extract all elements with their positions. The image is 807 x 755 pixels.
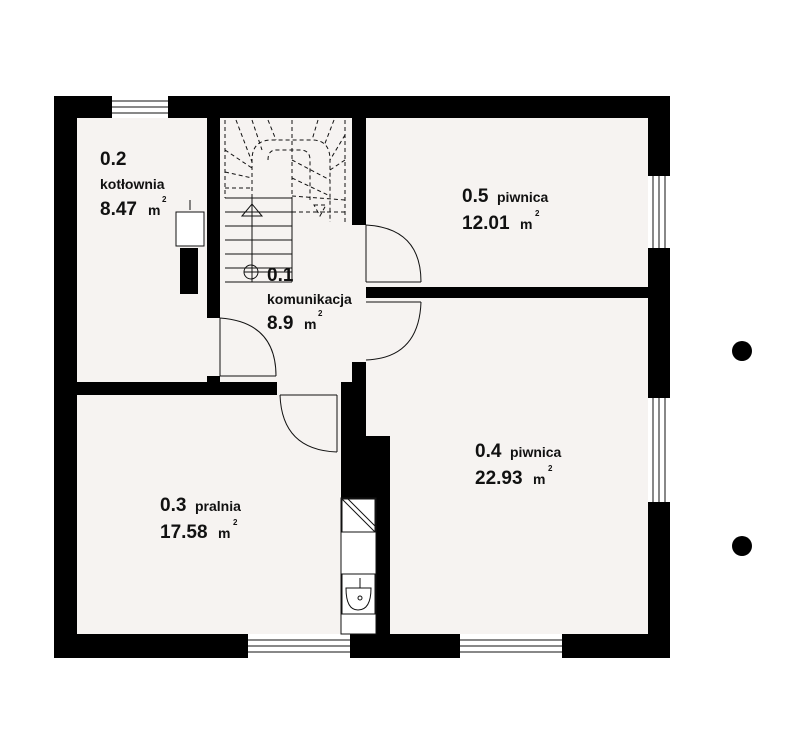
room-number: 0.1 (267, 265, 294, 286)
window-piwnica-bottom (460, 634, 562, 658)
room-number: 0.3 (160, 495, 186, 516)
room-name: piwnica (510, 444, 562, 460)
floor-pralnia (77, 395, 341, 634)
door-opening-pralnia (277, 382, 341, 395)
window-piwnica-0-4 (648, 398, 670, 502)
door-opening-corridor (352, 225, 366, 362)
room-name: komunikacja (267, 291, 352, 307)
area-unit-exponent: 2 (548, 464, 553, 473)
area-unit: m (533, 471, 545, 487)
area-unit: m (520, 216, 532, 232)
area-unit: m (218, 525, 230, 541)
room-area: 22.93 (475, 468, 523, 489)
room-number: 0.4 (475, 441, 502, 462)
room-area: 8.47 (100, 199, 137, 220)
room-number: 0.5 (462, 186, 489, 207)
floor-piwnica-0-5 (366, 118, 648, 287)
room-area: 17.58 (160, 522, 208, 543)
room-label-pralnia: 0.3 pralnia 17.58 m 2 (160, 495, 241, 543)
area-unit: m (304, 316, 316, 332)
room-name: kotłownia (100, 176, 165, 192)
room-area: 8.9 (267, 313, 293, 334)
room-label-piwnica-0-5: 0.5 piwnica 12.01 m 2 (462, 186, 549, 234)
area-unit-exponent: 2 (233, 518, 238, 527)
room-label-komunikacja: 0.1 komunikacja 8.9 m 2 (267, 265, 352, 334)
wall-pralnia-east (352, 436, 376, 498)
room-number: 0.2 (100, 149, 126, 170)
area-unit-exponent: 2 (162, 195, 167, 204)
room-name: pralnia (195, 498, 241, 514)
floor-komunikacja (220, 118, 352, 382)
area-unit-exponent: 2 (535, 209, 540, 218)
marker-dot-lower (732, 536, 752, 556)
staircase (224, 119, 346, 283)
boiler (175, 200, 205, 294)
door-pralnia (279, 394, 338, 453)
area-unit: m (148, 202, 160, 218)
door-piwnica-0-5 (365, 224, 422, 283)
marker-dot-upper (732, 341, 752, 361)
room-label-piwnica-0-4: 0.4 piwnica 22.93 m 2 (475, 441, 562, 489)
room-name: piwnica (497, 189, 549, 205)
room-area: 12.01 (462, 213, 510, 234)
wall-pralnia-east-upper (352, 382, 366, 438)
door-opening-kotlownia (207, 318, 220, 376)
area-unit-exponent: 2 (318, 309, 323, 318)
floor-piwnica-0-4 (366, 298, 648, 634)
window-kotlownia (112, 96, 168, 118)
wall-between-piwnica (366, 287, 648, 298)
room-label-kotlownia: 0.2 kotłownia 8.47 m 2 (100, 149, 167, 220)
door-kotlownia (219, 317, 277, 377)
door-piwnica-0-4 (365, 301, 422, 361)
window-piwnica-0-5 (648, 176, 670, 248)
wall-inner (376, 436, 390, 634)
laundry-fixtures (340, 497, 377, 635)
window-pralnia (248, 634, 350, 658)
